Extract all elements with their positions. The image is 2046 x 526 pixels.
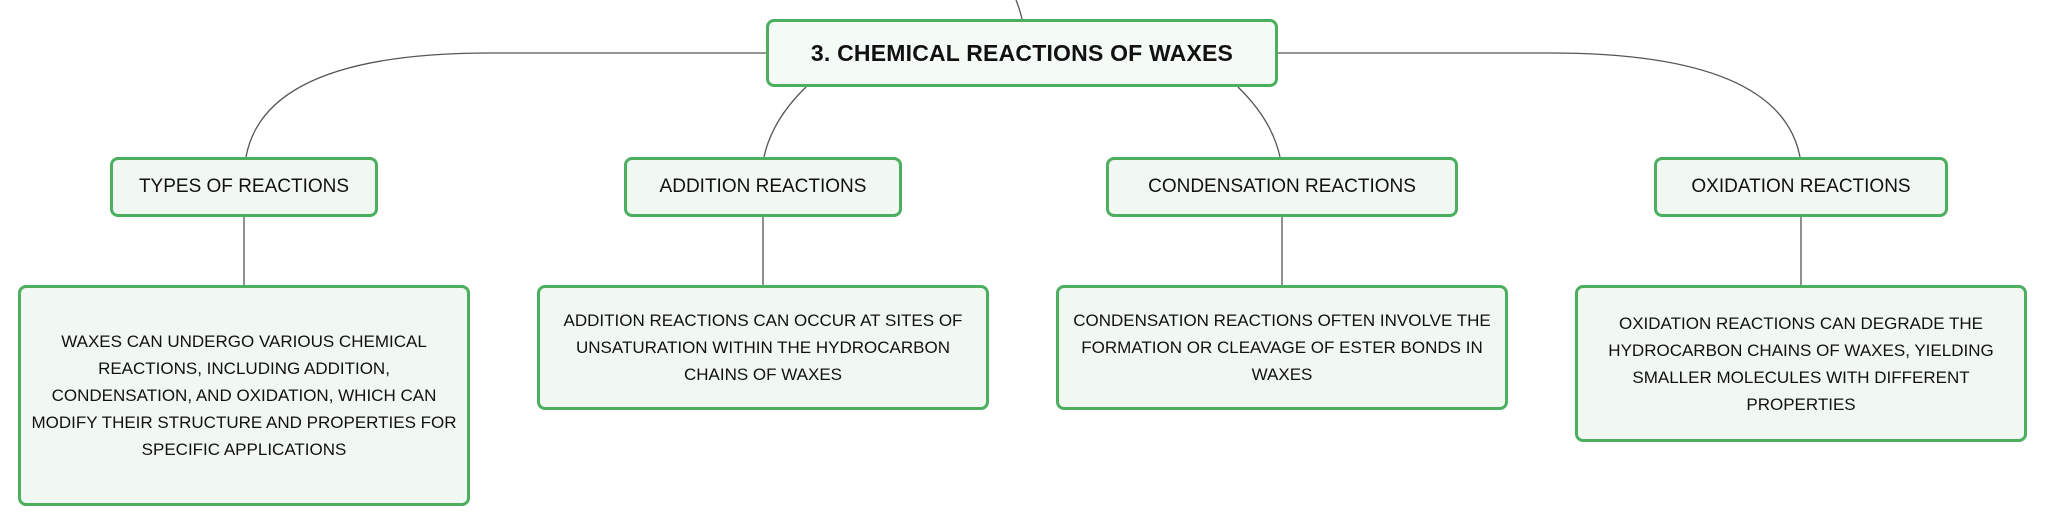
detail-text: OXIDATION REACTIONS CAN DEGRADE THE HYDR…	[1608, 313, 1994, 414]
branch-node-types-of-reactions[interactable]: TYPES OF REACTIONS	[110, 157, 378, 217]
connector-parent-to-root	[1015, 0, 1023, 20]
detail-text: ADDITION REACTIONS CAN OCCUR AT SITES OF…	[563, 311, 963, 384]
branch-node-addition-reactions[interactable]: ADDITION REACTIONS	[624, 157, 902, 217]
connector-root-to-types	[245, 52, 766, 158]
detail-text: WAXES CAN UNDERGO VARIOUS CHEMICAL REACT…	[31, 332, 457, 459]
branch-label: CONDENSATION REACTIONS	[1148, 176, 1416, 197]
branch-node-oxidation-reactions[interactable]: OXIDATION REACTIONS	[1654, 157, 1948, 217]
root-node-label: 3. CHEMICAL REACTIONS OF WAXES	[810, 39, 1234, 66]
branch-label: TYPES OF REACTIONS	[138, 176, 350, 197]
detail-node-oxidation-reactions[interactable]: OXIDATION REACTIONS CAN DEGRADE THE HYDR…	[1575, 285, 2027, 442]
detail-node-types-of-reactions[interactable]: WAXES CAN UNDERGO VARIOUS CHEMICAL REACT…	[18, 285, 470, 506]
connector-root-to-addition	[763, 86, 807, 158]
root-node[interactable]: 3. CHEMICAL REACTIONS OF WAXES	[766, 19, 1278, 87]
branch-node-condensation-reactions[interactable]: CONDENSATION REACTIONS	[1106, 157, 1458, 217]
branch-label: OXIDATION REACTIONS	[1691, 176, 1911, 197]
connector-root-to-condensation	[1237, 86, 1281, 158]
detail-node-addition-reactions[interactable]: ADDITION REACTIONS CAN OCCUR AT SITES OF…	[537, 285, 989, 410]
detail-node-condensation-reactions[interactable]: CONDENSATION REACTIONS OFTEN INVOLVE THE…	[1056, 285, 1508, 410]
connector-root-to-oxidation	[1278, 52, 1801, 158]
branch-label: ADDITION REACTIONS	[659, 176, 867, 197]
detail-text: CONDENSATION REACTIONS OFTEN INVOLVE THE…	[1073, 311, 1491, 384]
